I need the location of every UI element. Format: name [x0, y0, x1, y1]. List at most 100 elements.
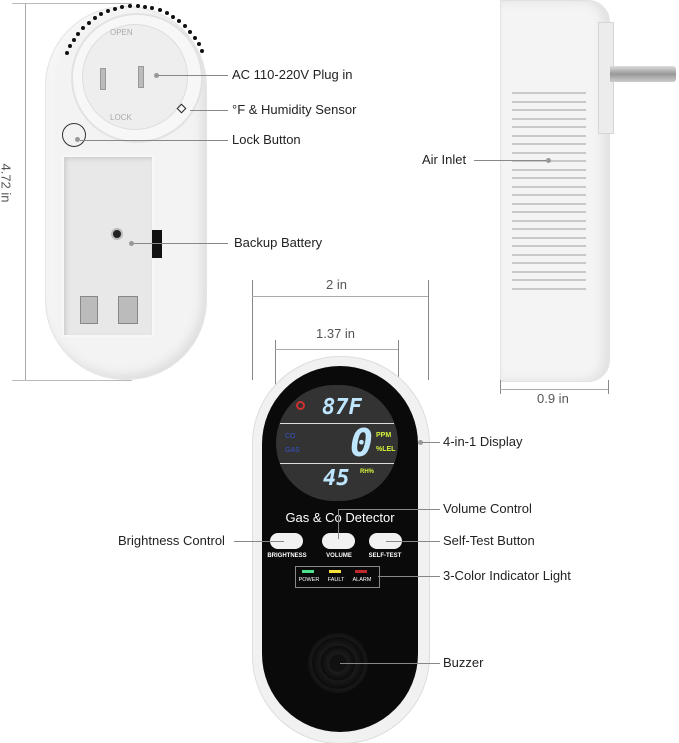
- callout-line: [338, 509, 339, 539]
- self-test-button[interactable]: [369, 533, 402, 549]
- vent-dot: [188, 29, 193, 34]
- brightness-label: BRIGHTNESS: [267, 553, 307, 559]
- vent-dot: [76, 31, 81, 36]
- volume-callout: Volume Control: [443, 501, 532, 516]
- battery-terminal-negative: [80, 296, 98, 324]
- vent-dot: [143, 4, 148, 9]
- grille-slot: [512, 270, 586, 273]
- air-inlet-callout: Air Inlet: [422, 152, 467, 167]
- grille-slot: [512, 143, 586, 145]
- vent-dot: [164, 11, 169, 16]
- battery-compartment: [62, 155, 154, 337]
- power-led: [302, 570, 314, 573]
- vent-dot: [81, 25, 86, 30]
- grille-slot: [512, 211, 586, 213]
- width-tick: [428, 280, 429, 380]
- grille-slot: [512, 228, 586, 230]
- battery-callout: Backup Battery: [234, 235, 323, 250]
- brightness-button[interactable]: [270, 533, 303, 549]
- volume-label: VOLUME: [326, 553, 352, 559]
- callout-line: [190, 110, 228, 111]
- grille-slot: [512, 109, 586, 111]
- temperature-readout: 87F: [322, 395, 362, 420]
- vent-dot: [113, 6, 118, 11]
- brightness-callout: Brightness Control: [118, 533, 225, 548]
- vent-dot: [177, 19, 182, 24]
- lcd-divider: [280, 423, 394, 424]
- plug-prong-icon: [100, 68, 106, 90]
- vent-dot: [106, 9, 111, 14]
- depth-tick: [500, 380, 501, 394]
- grille-slot: [512, 287, 586, 290]
- width-label: 2 in: [326, 277, 347, 292]
- humidity-readout: 45: [323, 466, 350, 491]
- callout-line: [340, 663, 440, 664]
- depth-dimension-line: [500, 389, 608, 390]
- screw-hole-icon: [111, 228, 123, 240]
- mode-co-label: CO: [285, 433, 296, 440]
- callout-line: [474, 160, 546, 161]
- vent-dot: [199, 49, 204, 54]
- vent-dot: [192, 35, 197, 40]
- callout-line: [80, 140, 228, 141]
- battery-terminal-positive: [118, 296, 138, 324]
- grille-slot: [512, 100, 586, 103]
- device-title: Gas & Co Detector: [285, 510, 395, 525]
- callout-dot: [154, 73, 159, 78]
- dimension-tick-bottom: [12, 380, 132, 381]
- width-dimension-line: [252, 296, 428, 297]
- plug-prong-side: [610, 66, 676, 82]
- display-callout: 4-in-1 Display: [443, 434, 523, 449]
- vent-dot: [183, 24, 187, 29]
- callout-dot: [75, 137, 80, 142]
- vent-dot: [92, 16, 97, 21]
- vent-dot: [120, 5, 125, 10]
- vent-dot: [135, 4, 140, 9]
- plug-callout: AC 110-220V Plug in: [232, 67, 353, 82]
- grille-slot: [512, 168, 586, 171]
- fault-led: [329, 570, 341, 573]
- mode-gas-label: GAS: [285, 447, 300, 454]
- callout-line: [386, 541, 440, 542]
- vent-dot: [99, 12, 104, 17]
- depth-tick: [608, 380, 609, 394]
- callout-line: [338, 509, 440, 510]
- grille-slot: [512, 134, 586, 137]
- grille-slot: [512, 279, 586, 281]
- height-dimension-line: [25, 3, 26, 380]
- unit-lel: %LEL: [376, 446, 396, 453]
- self-test-callout: Self-Test Button: [443, 533, 535, 548]
- self-test-label: SELF-TEST: [368, 553, 402, 559]
- callout-line: [158, 75, 228, 76]
- grille-slot: [512, 194, 586, 196]
- buzzer-callout: Buzzer: [443, 655, 484, 670]
- plug-prong-icon: [138, 66, 144, 88]
- callout-line: [234, 541, 284, 542]
- grille-slot: [512, 236, 586, 239]
- grille-slot: [512, 117, 586, 120]
- grille-slot: [512, 177, 586, 179]
- sensor-callout: °F & Humidity Sensor: [232, 102, 357, 117]
- callout-line: [134, 243, 228, 244]
- grille-slot: [512, 202, 586, 205]
- power-label: POWER: [298, 577, 320, 583]
- grille-slot: [512, 262, 586, 264]
- grille-slot: [512, 126, 586, 128]
- plug-dial-inner: [82, 24, 188, 130]
- grille-slot: [512, 151, 586, 154]
- volume-button[interactable]: [322, 533, 355, 549]
- dimension-tick-top: [12, 3, 132, 4]
- lcd-divider: [280, 463, 394, 464]
- grille-slot: [512, 245, 586, 247]
- vent-dot: [196, 42, 201, 47]
- callout-dot: [129, 241, 134, 246]
- display-width-label: 1.37 in: [316, 326, 356, 341]
- unit-rh: RH%: [360, 469, 375, 475]
- indicator-panel: [295, 566, 380, 588]
- vent-dot: [71, 37, 76, 42]
- depth-label: 0.9 in: [537, 391, 569, 406]
- callout-dot: [546, 158, 551, 163]
- vent-dot: [127, 4, 132, 9]
- alarm-led: [355, 570, 367, 573]
